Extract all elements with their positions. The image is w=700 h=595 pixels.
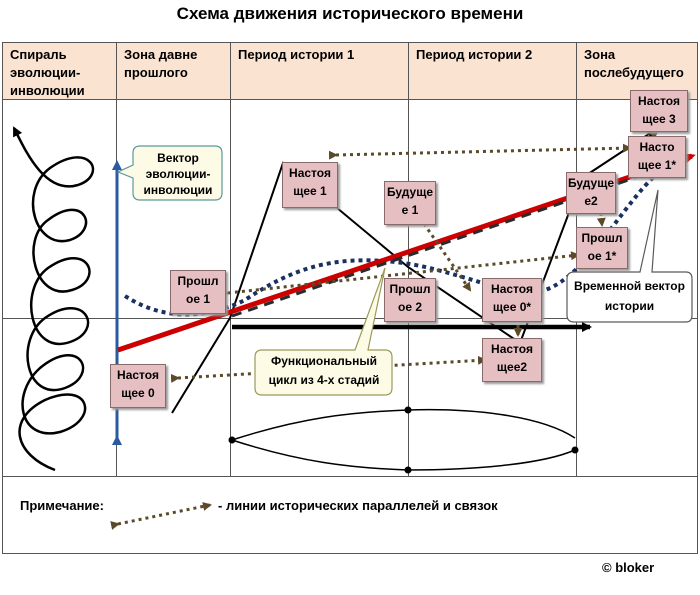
grid-line <box>2 476 698 477</box>
callout-cycle-text: Функциональный цикл из 4-х стадий <box>268 354 380 387</box>
grid-line <box>2 318 698 319</box>
diagram-frame <box>2 42 698 554</box>
bracket-dot <box>404 466 412 474</box>
box-past-1: Прошл ое 1 <box>170 270 226 314</box>
link-line <box>412 209 472 292</box>
link-line <box>328 143 632 160</box>
box-present-0: Настоя щее 0 <box>110 364 166 408</box>
box-present-0-star: Настоя щее 0* <box>482 278 542 322</box>
callout-time-bubble <box>566 189 693 323</box>
box-present-3: Настоя щее 3 <box>630 90 688 132</box>
grid-line <box>2 99 698 100</box>
box-present-1-star: Насто щее 1* <box>628 136 686 178</box>
bracket-dot <box>404 406 412 414</box>
callout-evolution-bubble <box>116 145 223 201</box>
header-period-1: Период истории 1 <box>231 43 408 99</box>
link-line <box>170 355 487 383</box>
legend-link-sample <box>110 502 212 530</box>
bracket-arc <box>407 408 576 439</box>
note-label: Примечание: <box>20 498 104 513</box>
diagram-title: Схема движения исторического времени <box>176 4 524 23</box>
note-text: - линии исторических параллелей и связок <box>218 498 498 513</box>
spiral-curve <box>12 126 95 472</box>
bracket-dot <box>228 436 236 444</box>
callout-evolution-text: Вектор эволюции-инволюции <box>143 151 213 197</box>
box-past-1-star: Прошл ое 1* <box>576 227 628 269</box>
bracket-dot <box>571 446 579 454</box>
box-past-2: Прошл ое 2 <box>384 278 436 322</box>
copyright: © bloker <box>602 560 655 575</box>
header-deep-past: Зона давне прошлого <box>117 43 230 99</box>
header-period-2: Период истории 2 <box>409 43 576 99</box>
bracket-arc <box>407 449 576 471</box>
header-spiral: Спираль эволюции-инволюции <box>3 43 116 99</box>
box-present-2: Настоя щее2 <box>482 338 542 382</box>
header-post-future: Зона послебудущего <box>577 43 697 99</box>
bracket-arc <box>231 439 409 471</box>
box-future-1: Будуще е 1 <box>384 181 436 225</box>
callout-cycle-bubble <box>254 267 393 396</box>
callout-time-text: Временной вектор истории <box>574 279 685 313</box>
bracket-arc <box>231 409 409 441</box>
box-future-2: Будуще е2 <box>566 172 616 214</box>
link-line <box>220 251 580 299</box>
box-present-1: Настоя щее 1 <box>282 162 338 208</box>
